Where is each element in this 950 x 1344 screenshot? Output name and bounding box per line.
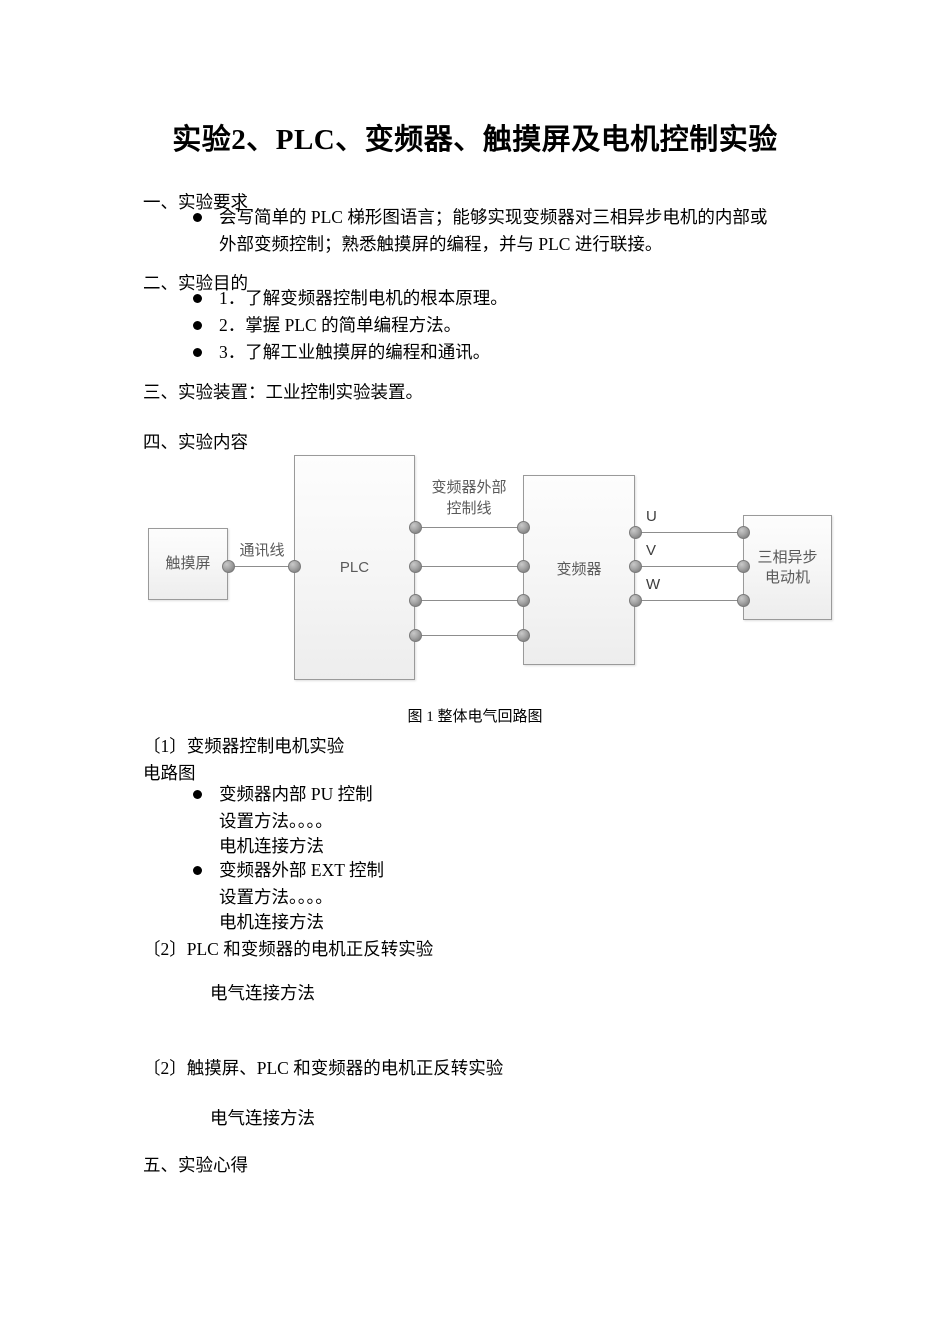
diagram-label-ext-ctrl-line-1: 变频器外部 bbox=[431, 479, 507, 496]
connector-node-inverter-out-u bbox=[629, 526, 642, 539]
bullet-icon bbox=[193, 790, 202, 799]
diagram-block-hmi: 触摸屏 bbox=[148, 528, 228, 600]
subsection-body-3: 电气连接方法 bbox=[210, 1108, 315, 1128]
diagram-block-hmi-label: 触摸屏 bbox=[165, 555, 211, 572]
connector-node-inverter-in-1 bbox=[517, 521, 530, 534]
connector-node-motor-in-w bbox=[737, 594, 750, 607]
diagram-label-phase-v: V bbox=[646, 542, 657, 559]
section-heading-2: 二、实验目的 bbox=[143, 273, 248, 293]
figure-caption: 图 1 整体电气回路图 bbox=[407, 709, 543, 725]
section-heading-1: 一、实验要求 bbox=[143, 192, 248, 212]
section-2-bullet-1: 1．了解变频器控制电机的根本原理。 bbox=[219, 288, 508, 308]
connector-node-inverter-out-v bbox=[629, 560, 642, 573]
subsection-subtitle-1: 电路图 bbox=[143, 763, 196, 783]
bullet-icon bbox=[193, 213, 202, 222]
diagram-label-phase-u: U bbox=[646, 508, 657, 525]
wire-plc-inverter-1 bbox=[415, 527, 523, 528]
wire-plc-inverter-4 bbox=[415, 635, 523, 636]
section-1-bullet-line-2: 外部变频控制；熟悉触摸屏的编程，并与 PLC 进行联接。 bbox=[219, 234, 663, 254]
diagram-label-phase-w: W bbox=[646, 576, 661, 593]
subsection-title-2: 〔2〕PLC 和变频器的电机正反转实验 bbox=[143, 939, 434, 959]
wire-inverter-motor-w bbox=[635, 600, 743, 601]
wire-inverter-motor-u bbox=[635, 532, 743, 533]
connector-node-inverter-in-2 bbox=[517, 560, 530, 573]
subsection-title-1: 〔1〕变频器控制电机实验 bbox=[143, 736, 345, 756]
section-heading-5: 五、实验心得 bbox=[143, 1155, 248, 1175]
subsection-body-2: 电气连接方法 bbox=[210, 983, 315, 1003]
diagram-label-ext-ctrl-line-2: 控制线 bbox=[446, 500, 492, 517]
connector-node-inverter-out-w bbox=[629, 594, 642, 607]
wire-plc-inverter-3 bbox=[415, 600, 523, 601]
bullet-icon bbox=[193, 866, 202, 875]
diagram-block-motor-label-line-1: 三相异步 bbox=[757, 548, 818, 566]
subsection-1-bullet-1-line-2: 设置方法。。。。 bbox=[219, 811, 333, 831]
subsection-1-bullet-2-line-3: 电机连接方法 bbox=[219, 912, 324, 932]
subsection-1-bullet-2-line-2: 设置方法。。。。 bbox=[219, 887, 333, 907]
circuit-diagram: 触摸屏 PLC 变频器 三相异步 电动机 通讯线 bbox=[140, 445, 860, 695]
diagram-label-comm-line: 通讯线 bbox=[239, 542, 285, 559]
diagram-block-motor-label-line-2: 电动机 bbox=[764, 568, 810, 586]
wire-plc-inverter-2 bbox=[415, 566, 523, 567]
connector-node-inverter-in-4 bbox=[517, 629, 530, 642]
subsection-1-bullet-2-line-1: 变频器外部 EXT 控制 bbox=[219, 860, 384, 880]
wire-inverter-motor-v bbox=[635, 566, 743, 567]
connector-node-plc-out-2 bbox=[409, 560, 422, 573]
bullet-icon bbox=[193, 321, 202, 330]
section-2-bullet-2: 2．掌握 PLC 的简单编程方法。 bbox=[219, 315, 462, 335]
diagram-block-motor: 三相异步 电动机 bbox=[743, 515, 832, 620]
connector-node-plc-comm-in bbox=[288, 560, 301, 573]
connector-node-plc-out-4 bbox=[409, 629, 422, 642]
subsection-1-bullet-1-line-1: 变频器内部 PU 控制 bbox=[219, 784, 373, 804]
connector-node-plc-out-1 bbox=[409, 521, 422, 534]
subsection-1-bullet-1-line-3: 电机连接方法 bbox=[219, 836, 324, 856]
connector-node-plc-out-3 bbox=[409, 594, 422, 607]
connector-node-inverter-in-3 bbox=[517, 594, 530, 607]
diagram-block-plc: PLC bbox=[294, 455, 415, 680]
section-1-bullet-line-1: 会写简单的 PLC 梯形图语言；能够实现变频器对三相异步电机的内部或 bbox=[219, 207, 768, 227]
connector-node-hmi-out bbox=[222, 560, 235, 573]
wire-hmi-to-plc bbox=[228, 566, 295, 567]
page-title: 实验2、PLC、变频器、触摸屏及电机控制实验 bbox=[172, 124, 778, 156]
diagram-block-inverter-label: 变频器 bbox=[556, 561, 602, 578]
section-heading-4: 四、实验内容 bbox=[143, 432, 248, 452]
connector-node-motor-in-u bbox=[737, 526, 750, 539]
section-2-bullet-3: 3．了解工业触摸屏的编程和通讯。 bbox=[219, 342, 491, 362]
diagram-block-inverter: 变频器 bbox=[523, 475, 635, 665]
subsection-title-3: 〔2〕触摸屏、PLC 和变频器的电机正反转实验 bbox=[143, 1058, 504, 1078]
bullet-icon bbox=[193, 294, 202, 303]
bullet-icon bbox=[193, 348, 202, 357]
diagram-block-plc-label: PLC bbox=[339, 558, 370, 576]
connector-node-motor-in-v bbox=[737, 560, 750, 573]
section-heading-3: 三、实验装置：工业控制实验装置。 bbox=[143, 382, 423, 402]
